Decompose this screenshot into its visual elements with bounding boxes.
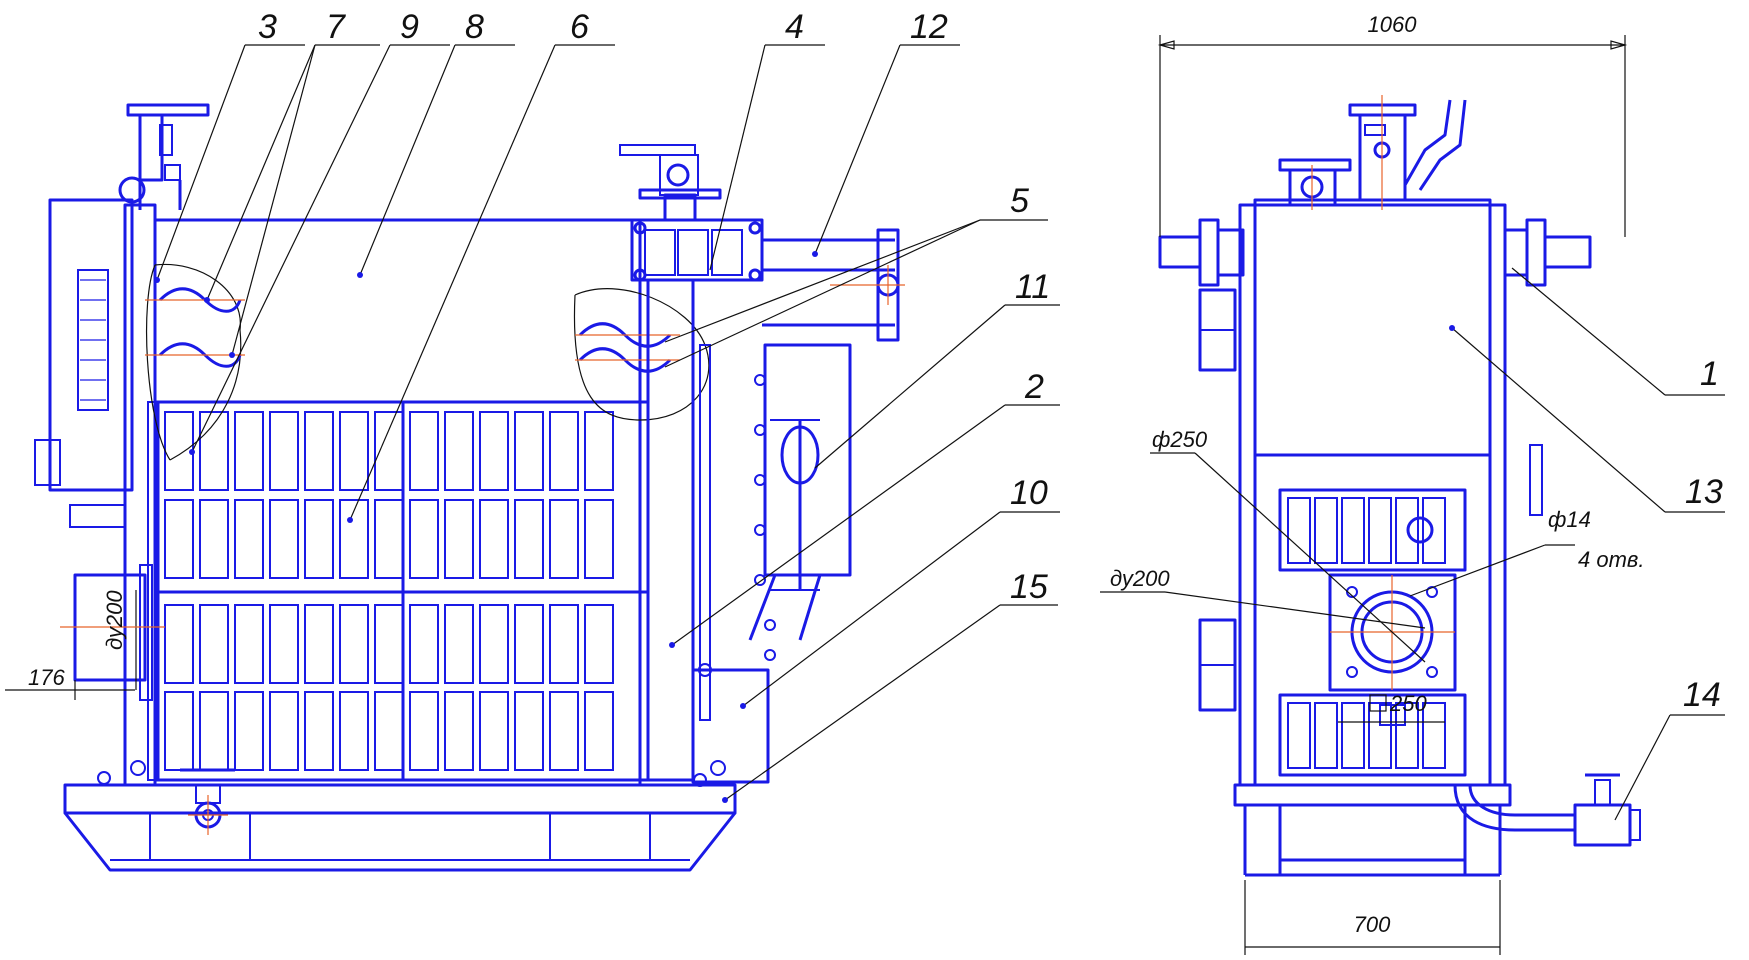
dim-square: 250	[1389, 691, 1427, 716]
dim-holes-count: 4 отв.	[1578, 547, 1645, 572]
callout-12: 12	[910, 8, 948, 46]
callout-3: 3	[258, 8, 277, 46]
dimensions: 1060 700 176 ду200 ф250 ду200 ф14 4 отв.…	[5, 12, 1645, 955]
callout-4: 4	[785, 8, 804, 46]
callout-9: 9	[400, 8, 419, 46]
left-valve-assembly	[118, 103, 210, 210]
dim-width-bottom: 700	[1354, 912, 1391, 937]
callout-2: 2	[1024, 368, 1044, 406]
callout-5: 5	[1010, 182, 1029, 220]
callout-7: 7	[326, 8, 346, 46]
callout-numbers: 3 7 9 8 6 4 12 5 11 2 10 15 1 13 14	[258, 8, 1723, 714]
dim-dn-side: ду200	[102, 590, 127, 650]
dim-offset-side: 176	[28, 665, 65, 690]
right-cutaway	[573, 288, 710, 421]
front-top-valves	[1278, 95, 1467, 210]
side-drain-valve	[97, 760, 726, 835]
left-cutaway	[145, 263, 245, 461]
callout-8: 8	[465, 8, 484, 46]
front-upper-sections	[1278, 488, 1467, 572]
dim-width-top: 1060	[1368, 12, 1418, 37]
front-view	[1158, 95, 1641, 877]
side-nozzles	[1158, 218, 1592, 287]
dim-dn-front: ду200	[1110, 566, 1170, 591]
side-inlet-flange	[60, 564, 165, 701]
heat-exchanger-sections	[147, 400, 650, 782]
callout-14: 14	[1683, 676, 1721, 714]
front-side-controls	[1198, 288, 1543, 712]
callout-13: 13	[1685, 473, 1723, 511]
side-view	[34, 103, 905, 872]
base-frame	[63, 783, 737, 872]
burner-housing	[34, 198, 157, 787]
front-drain-valve	[1453, 773, 1641, 847]
callout-15: 15	[1010, 568, 1048, 606]
rear-column	[646, 278, 852, 784]
front-lower-sections	[1278, 693, 1467, 777]
dim-phi-holes: ф14	[1548, 507, 1591, 532]
callout-1: 1	[1700, 355, 1719, 393]
callout-10: 10	[1010, 474, 1048, 512]
callout-11: 11	[1015, 268, 1050, 306]
callout-6: 6	[570, 8, 589, 46]
rear-header	[619, 144, 905, 342]
dim-phi-outer: ф250	[1152, 427, 1208, 452]
callout-leaders	[154, 44, 1725, 821]
